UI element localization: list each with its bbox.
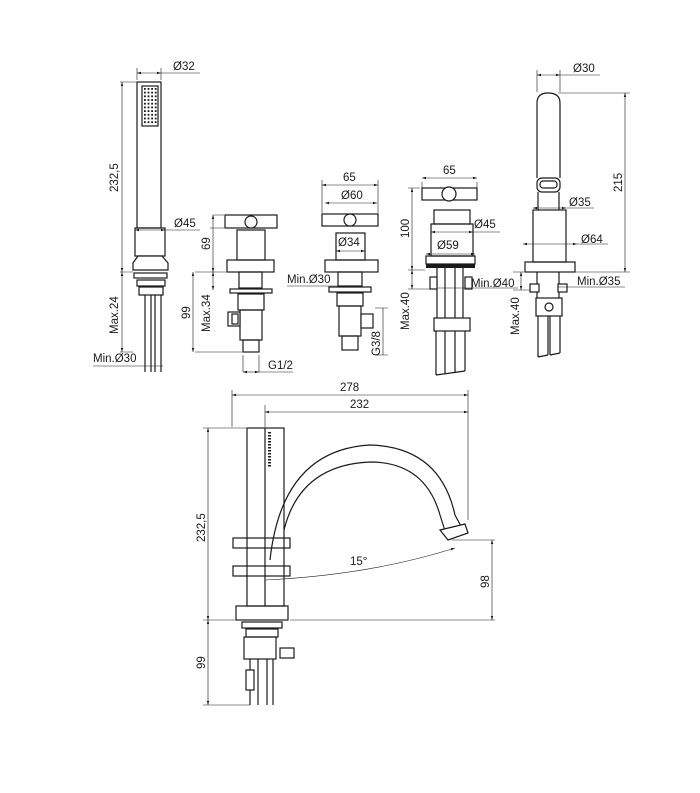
diverter-view: 65 100 Ø45 Ø59 Min.Ø40 Max.40 bbox=[400, 165, 518, 376]
nozzle-dot bbox=[151, 95, 153, 98]
nozzle-dot bbox=[147, 88, 150, 90]
nozzle-dot bbox=[268, 435, 271, 437]
nozzle-dot bbox=[147, 91, 150, 94]
nozzle-dot bbox=[144, 113, 146, 116]
nozzle-dot bbox=[144, 99, 146, 101]
nozzle-dot bbox=[151, 91, 153, 94]
nozzle-dot bbox=[147, 102, 150, 105]
nozzle-dot bbox=[144, 102, 146, 105]
nozzle-dot bbox=[268, 462, 271, 464]
nozzle-dot bbox=[268, 447, 271, 449]
nozzle-dot bbox=[268, 444, 271, 446]
spout-top-diameter-label: Ø30 bbox=[573, 63, 595, 75]
spout-mid-diameter-label: Ø35 bbox=[569, 197, 591, 209]
diverter-base-label: Ø59 bbox=[437, 240, 459, 252]
middle-valve-body-label: Ø34 bbox=[338, 237, 360, 249]
diverter-max-deck-label: Max.40 bbox=[400, 292, 412, 330]
nozzle-dot bbox=[268, 432, 271, 434]
diverter-body-label: Ø45 bbox=[474, 219, 496, 231]
nozzle-dot bbox=[147, 106, 150, 109]
hand-shower-max-deck-label: Max.24 bbox=[109, 296, 121, 334]
left-valve-handle-height-label: 69 bbox=[201, 237, 213, 250]
nozzle-dot bbox=[268, 441, 271, 443]
nozzle-dot bbox=[268, 459, 271, 461]
spout-min-hole-label: Min.Ø35 bbox=[577, 276, 620, 288]
spout-max-deck-label: Max.40 bbox=[510, 297, 522, 335]
nozzle-dot bbox=[154, 117, 157, 120]
middle-valve-thread-label: G3/8 bbox=[371, 331, 383, 356]
nozzle-dot bbox=[151, 117, 153, 120]
nozzle-dot bbox=[144, 91, 146, 94]
left-valve-below-deck-label: 99 bbox=[181, 306, 193, 319]
middle-valve-min-hole-label: Min.Ø30 bbox=[287, 274, 330, 286]
nozzle-dot bbox=[268, 465, 271, 467]
diverter-min-hole-label: Min.Ø40 bbox=[471, 278, 514, 290]
middle-valve-flange-label: Ø60 bbox=[341, 190, 363, 202]
nozzle-dot bbox=[151, 110, 153, 112]
nozzle-dot bbox=[154, 91, 157, 94]
nozzle-dot bbox=[154, 110, 157, 112]
nozzle-dot bbox=[154, 88, 157, 90]
nozzle-dot bbox=[268, 450, 271, 452]
middle-valve-width-label: 65 bbox=[343, 172, 356, 184]
nozzle-dot bbox=[151, 102, 153, 105]
spout-height-label: 215 bbox=[613, 173, 625, 192]
assembly-projection-label: 278 bbox=[340, 382, 359, 394]
spray-face-nozzles bbox=[144, 88, 157, 124]
nozzle-dot bbox=[147, 110, 150, 112]
assembly-spray-nozzles bbox=[268, 432, 271, 467]
hand-shower-height-label: 232,5 bbox=[109, 163, 121, 192]
nozzle-dot bbox=[154, 113, 157, 116]
nozzle-dot bbox=[147, 99, 150, 101]
spout-side-view: Ø30 215 Ø35 Ø64 Min.Ø35 Max.40 bbox=[510, 63, 630, 358]
assembly-front-view: 278 232 232,5 15° 98 99 bbox=[196, 382, 495, 706]
nozzle-dot bbox=[151, 121, 153, 124]
diverter-height-label: 100 bbox=[400, 219, 412, 238]
nozzle-dot bbox=[151, 88, 153, 90]
nozzle-dot bbox=[154, 99, 157, 101]
nozzle-dot bbox=[147, 121, 150, 124]
assembly-spout-height-label: 98 bbox=[480, 575, 492, 588]
nozzle-dot bbox=[147, 117, 150, 120]
nozzle-dot bbox=[144, 88, 146, 90]
spout-base-diameter-label: Ø64 bbox=[581, 234, 603, 246]
nozzle-dot bbox=[154, 102, 157, 105]
left-valve-thread-label: G1/2 bbox=[268, 360, 293, 372]
nozzle-dot bbox=[154, 95, 157, 98]
hand-shower-diameter-label: Ø32 bbox=[173, 61, 195, 73]
nozzle-dot bbox=[144, 110, 146, 112]
assembly-height-label: 232,5 bbox=[196, 513, 208, 542]
nozzle-dot bbox=[147, 113, 150, 116]
nozzle-dot bbox=[268, 453, 271, 455]
nozzle-dot bbox=[268, 438, 271, 440]
diverter-width-label: 65 bbox=[443, 165, 456, 177]
assembly-reach-label: 232 bbox=[350, 399, 369, 411]
assembly-angle-label: 15° bbox=[350, 556, 367, 568]
hand-shower-view: Ø32 232,5 Ø45 Max.24 Min.Ø30 bbox=[93, 61, 200, 372]
nozzle-dot bbox=[151, 106, 153, 109]
nozzle-dot bbox=[151, 113, 153, 116]
nozzle-dot bbox=[147, 95, 150, 98]
nozzle-dot bbox=[144, 121, 146, 124]
nozzle-dot bbox=[144, 95, 146, 98]
assembly-below-deck-label: 99 bbox=[196, 656, 208, 669]
hand-shower-collar-label: Ø45 bbox=[174, 218, 196, 230]
nozzle-dot bbox=[151, 99, 153, 101]
nozzle-dot bbox=[154, 106, 157, 109]
nozzle-dot bbox=[144, 117, 146, 120]
nozzle-dot bbox=[268, 456, 271, 458]
nozzle-dot bbox=[144, 106, 146, 109]
nozzle-dot bbox=[154, 121, 157, 124]
hand-shower-min-hole-label: Min.Ø30 bbox=[93, 353, 136, 365]
middle-valve-view: 65 Ø60 Ø34 Min.Ø30 G3/8 bbox=[287, 172, 388, 356]
left-valve-view: 69 99 Max.34 G1/2 bbox=[181, 214, 293, 374]
left-valve-max-deck-label: Max.34 bbox=[201, 294, 213, 332]
